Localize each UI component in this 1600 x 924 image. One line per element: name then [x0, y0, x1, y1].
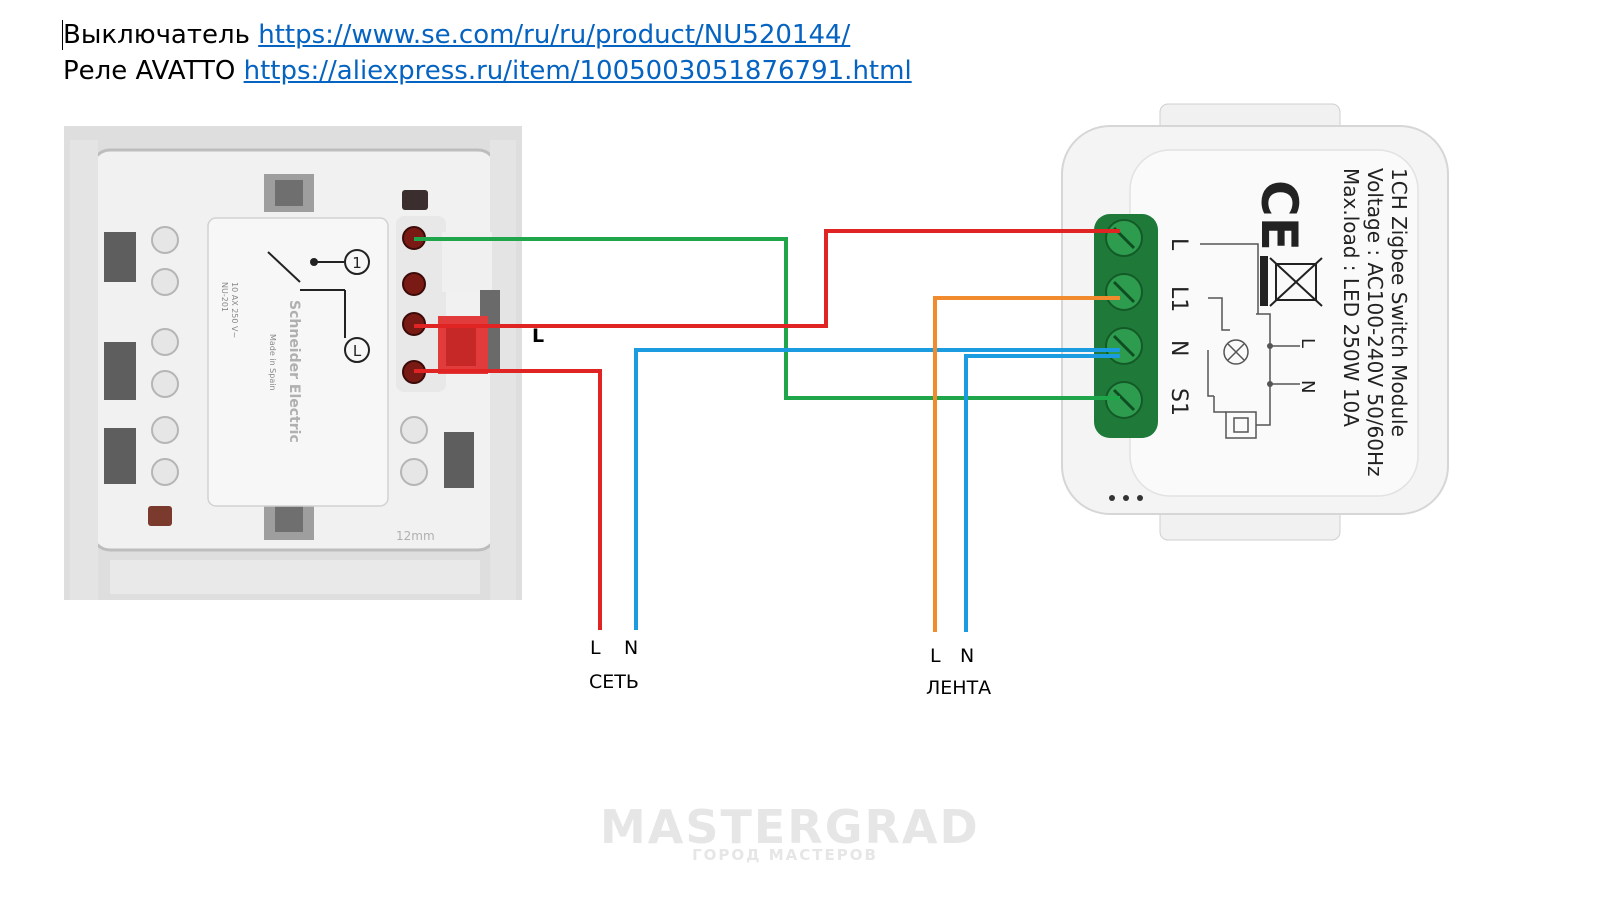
relay-max-load: Max.load : LED 250W 10A — [1339, 168, 1363, 427]
mains-l-label: L — [590, 637, 601, 659]
switch-brand: Schneider Electric — [286, 300, 302, 443]
strip-n-label: N — [960, 645, 974, 667]
wire-red-switch-to-relay — [414, 229, 1120, 328]
relay-link[interactable]: https://aliexpress.ru/item/1005003051876… — [243, 56, 912, 86]
wire-blue-mains — [634, 348, 1120, 630]
switch-rating: 10 AX 250 V~ — [230, 282, 239, 338]
ce-mark: CE — [1250, 180, 1308, 251]
wire-orange-strip — [933, 296, 1120, 632]
strip-name: ЛЕНТА — [926, 677, 991, 699]
switch-model: NU-201 — [220, 282, 229, 312]
relay-terminal-s1: S1 — [1166, 388, 1191, 416]
watermark-sub: ГОРОД МАСТЕРОВ — [692, 846, 878, 864]
relay-schem-n: N — [1297, 380, 1318, 393]
switch-terminal-l: L — [353, 342, 362, 360]
switch-label: Выключатель — [63, 20, 250, 50]
strip-l-label: L — [930, 645, 941, 667]
switch-line: Выключатель https://www.se.com/ru/ru/pro… — [63, 20, 850, 50]
relay-voltage: Voltage : AC100-240V 50/60Hz — [1363, 168, 1387, 477]
watermark: MASTERGRAD ГОРОД МАСТЕРОВ — [600, 800, 980, 864]
watermark-main: MASTERGRAD — [600, 800, 980, 854]
switch-link[interactable]: https://www.se.com/ru/ru/product/NU52014… — [258, 20, 851, 50]
switch-size: 12mm — [396, 529, 435, 543]
relay-line: Реле AVATTO https://aliexpress.ru/item/1… — [63, 56, 912, 86]
relay-module: L L1 N S1 L N — [1061, 103, 1449, 541]
wires — [414, 229, 1120, 632]
relay-terminal-l: L — [1166, 238, 1191, 251]
relay-title: 1CH Zigbee Switch Module — [1387, 168, 1411, 437]
relay-label: Реле AVATTO — [63, 56, 236, 86]
relay-terminal-n: N — [1166, 340, 1191, 356]
relay-schem-l: L — [1297, 338, 1318, 348]
text-cursor — [62, 20, 63, 50]
relay-terminal-l1: L1 — [1166, 286, 1191, 312]
switch-side-label: L — [532, 325, 544, 347]
switch-made-in: Made in Spain — [268, 334, 277, 391]
mains-n-label: N — [624, 637, 638, 659]
mains-name: СЕТЬ — [589, 671, 639, 693]
wire-blue-strip — [964, 354, 1120, 632]
switch-device: 1 L Schneider Electric NU-201 10 AX 250 … — [64, 126, 522, 600]
wire-red-mains — [414, 369, 602, 630]
wire-green — [414, 237, 1120, 400]
switch-terminal-1: 1 — [352, 254, 362, 272]
